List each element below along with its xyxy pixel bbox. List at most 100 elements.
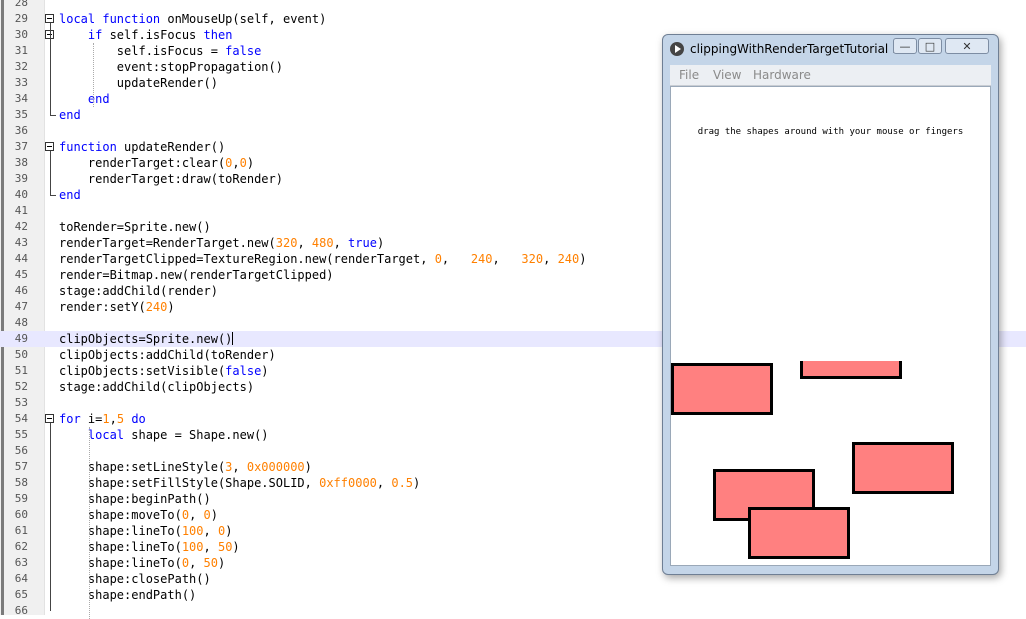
player-canvas[interactable]: drag the shapes around with your mouse o… <box>670 86 991 566</box>
code-line[interactable]: 59 shape:beginPath() <box>0 491 1026 507</box>
code-line[interactable]: 60 shape:moveTo(0, 0) <box>0 507 1026 523</box>
code-text[interactable]: for i=1,5 do <box>59 412 146 426</box>
window-title: clippingWithRenderTargetTutorial ... <box>690 42 904 56</box>
code-line[interactable]: 53 <box>0 395 1026 411</box>
menu-file[interactable]: File <box>679 68 700 82</box>
code-line[interactable]: 33 updateRender() <box>0 75 1026 91</box>
code-text[interactable]: event:stopPropagation() <box>59 60 283 74</box>
code-text[interactable]: render=Bitmap.new(renderTargetClipped) <box>59 268 334 282</box>
fold-toggle-icon[interactable] <box>45 414 54 423</box>
code-text[interactable]: if self.isFocus then <box>87 28 233 42</box>
code-text[interactable]: shape:moveTo(0, 0) <box>59 508 218 522</box>
line-number: 48 <box>14 316 28 329</box>
code-line[interactable]: 58 shape:setFillStyle(Shape.SOLID, 0xff0… <box>0 475 1026 491</box>
draggable-shape[interactable] <box>852 442 954 494</box>
code-text[interactable]: shape:lineTo(100, 50) <box>59 540 240 554</box>
code-line[interactable]: 62 shape:lineTo(100, 50) <box>0 539 1026 555</box>
line-number: 47 <box>14 300 28 313</box>
code-line[interactable]: 48 <box>0 315 1026 331</box>
code-text[interactable]: shape:setFillStyle(Shape.SOLID, 0xff0000… <box>59 476 421 490</box>
code-line[interactable]: 30 if self.isFocus then <box>0 27 1026 43</box>
line-number: 39 <box>14 172 28 185</box>
code-line[interactable]: 56 <box>0 443 1026 459</box>
code-line[interactable]: 46 stage:addChild(render) <box>0 283 1026 299</box>
line-number: 38 <box>14 156 28 169</box>
line-number: 46 <box>14 284 28 297</box>
minimize-button[interactable]: — <box>893 38 917 54</box>
fold-toggle-icon[interactable] <box>45 30 54 39</box>
fold-toggle-icon[interactable] <box>45 142 54 151</box>
player-window[interactable]: clippingWithRenderTargetTutorial ... — □… <box>662 34 999 575</box>
code-line[interactable]: 31 self.isFocus = false <box>0 43 1026 59</box>
menu-hardware[interactable]: Hardware <box>753 68 811 82</box>
code-line[interactable]: 64 shape:closePath() <box>0 571 1026 587</box>
code-text[interactable]: end <box>87 92 110 106</box>
code-line[interactable]: 63 shape:lineTo(0, 50) <box>0 555 1026 571</box>
line-number: 31 <box>14 44 28 57</box>
window-titlebar[interactable]: clippingWithRenderTargetTutorial ... — □… <box>663 35 998 63</box>
code-line[interactable]: 41 <box>0 203 1026 219</box>
code-text[interactable]: renderTargetClipped=TextureRegion.new(re… <box>59 252 587 266</box>
code-text[interactable]: local shape = Shape.new() <box>87 428 269 442</box>
line-number: 65 <box>14 588 28 601</box>
line-number: 64 <box>14 572 28 585</box>
code-text[interactable]: updateRender() <box>59 76 218 90</box>
code-text[interactable]: shape:beginPath() <box>59 492 211 506</box>
code-text[interactable]: function updateRender() <box>59 140 226 154</box>
code-text[interactable]: shape:lineTo(0, 50) <box>59 556 226 570</box>
code-line[interactable]: 66 <box>0 603 1026 619</box>
line-number: 36 <box>14 124 28 137</box>
code-text[interactable]: shape:endPath() <box>59 588 197 602</box>
code-text[interactable]: clipObjects:setVisible(false) <box>59 364 269 378</box>
code-line[interactable]: 38 renderTarget:clear(0,0) <box>0 155 1026 171</box>
code-line[interactable]: 65 shape:endPath() <box>0 587 1026 603</box>
code-line[interactable]: 45 render=Bitmap.new(renderTargetClipped) <box>0 267 1026 283</box>
code-text[interactable]: shape:lineTo(100, 0) <box>59 524 233 538</box>
code-text[interactable]: render:setY(240) <box>59 300 175 314</box>
code-text[interactable]: renderTarget=RenderTarget.new(320, 480, … <box>59 236 385 250</box>
close-button[interactable]: ✕ <box>945 38 989 54</box>
code-line[interactable]: 61 shape:lineTo(100, 0) <box>0 523 1026 539</box>
fold-end-tick <box>50 195 56 196</box>
code-line[interactable]: 28 <box>0 0 1026 11</box>
code-text[interactable]: shape:setLineStyle(3, 0x000000) <box>59 460 312 474</box>
code-text[interactable]: shape:closePath() <box>59 572 211 586</box>
code-text[interactable]: end <box>59 188 81 202</box>
code-line[interactable]: 55 local shape = Shape.new() <box>0 427 1026 443</box>
draggable-shape[interactable] <box>800 361 902 379</box>
maximize-button[interactable]: □ <box>918 38 942 54</box>
menu-view[interactable]: View <box>713 68 742 82</box>
line-number: 30 <box>14 28 28 41</box>
code-line[interactable]: 39 renderTarget:draw(toRender) <box>0 171 1026 187</box>
fold-toggle-icon[interactable] <box>45 14 54 23</box>
code-text[interactable]: clipObjects:addChild(toRender) <box>59 348 276 362</box>
code-text[interactable]: end <box>59 108 81 122</box>
code-text[interactable]: toRender=Sprite.new() <box>59 220 211 234</box>
line-number: 45 <box>14 268 28 281</box>
code-line[interactable]: 36 <box>0 123 1026 139</box>
draggable-shape[interactable] <box>671 363 773 415</box>
code-text[interactable]: stage:addChild(clipObjects) <box>59 380 255 394</box>
code-text[interactable]: clipObjects=Sprite.new() <box>59 332 234 346</box>
code-text[interactable]: stage:addChild(render) <box>59 284 218 298</box>
code-line[interactable]: 47 render:setY(240) <box>0 299 1026 315</box>
line-number: 62 <box>14 540 28 553</box>
code-text[interactable]: local function onMouseUp(self, event) <box>59 12 327 26</box>
code-text[interactable]: renderTarget:clear(0,0) <box>59 156 255 170</box>
code-text[interactable]: self.isFocus = false <box>59 44 262 58</box>
code-text[interactable]: renderTarget:draw(toRender) <box>59 172 283 186</box>
code-line[interactable]: 57 shape:setLineStyle(3, 0x000000) <box>0 459 1026 475</box>
code-line[interactable]: 32 event:stopPropagation() <box>0 59 1026 75</box>
draggable-shape[interactable] <box>748 507 850 559</box>
